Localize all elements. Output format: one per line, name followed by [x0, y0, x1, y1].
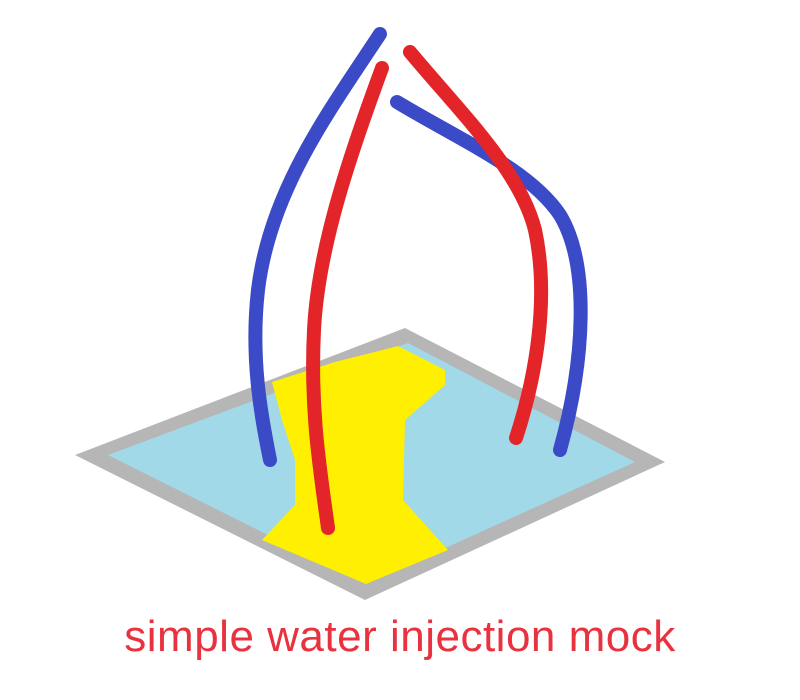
production-well-right: [390, 95, 588, 457]
diagram-caption: simple water injection mock: [124, 612, 676, 661]
injection-well-right: [403, 45, 549, 445]
injection-well-left: [306, 61, 389, 535]
production-well-left: [248, 27, 387, 467]
